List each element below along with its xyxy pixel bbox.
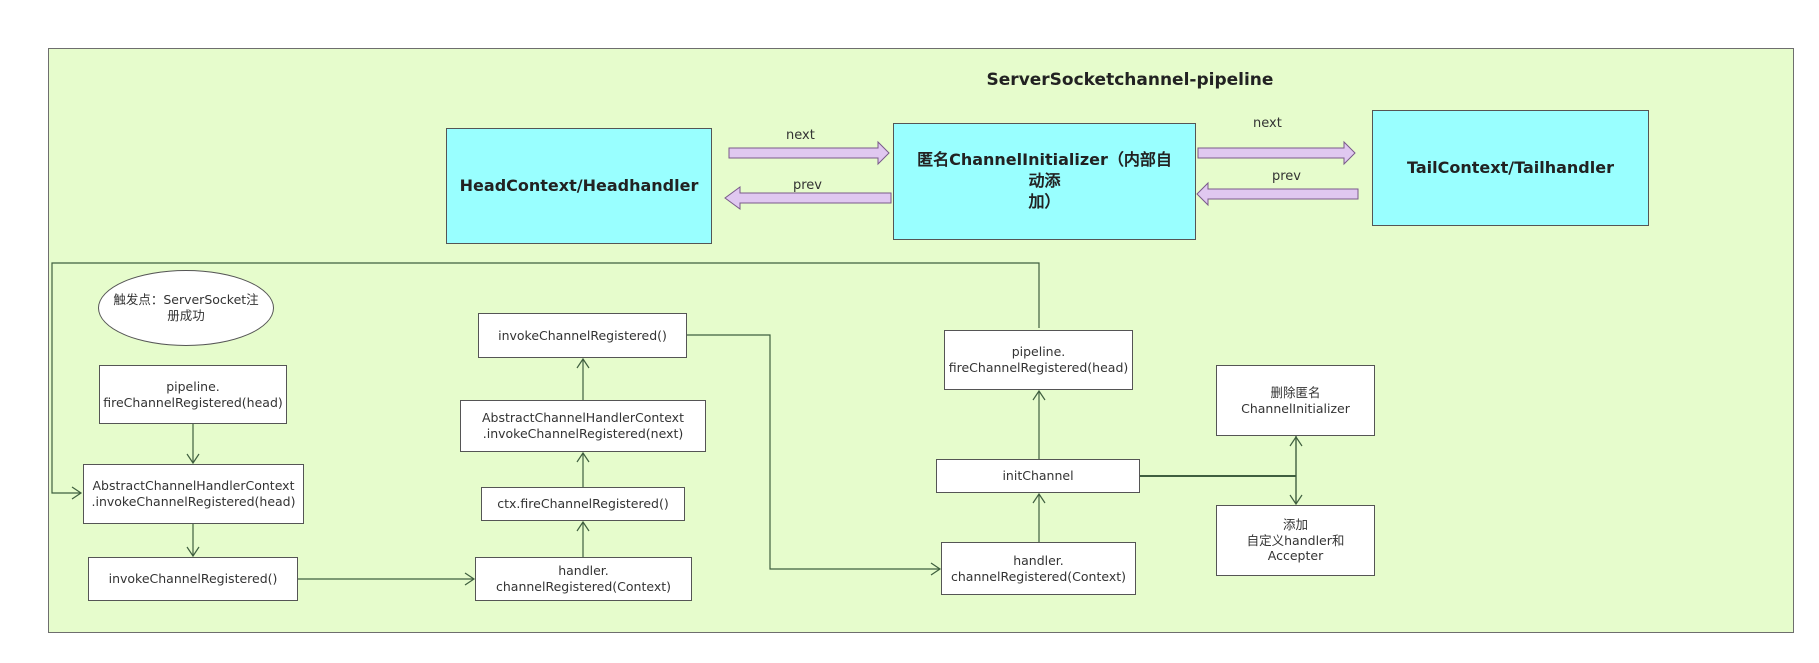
- ctx-fire-label: ctx.fireChannelRegistered(): [497, 496, 669, 512]
- handler-registered-2-box: handler. channelRegistered(Context): [941, 542, 1136, 595]
- head-context-label: HeadContext/Headhandler: [459, 175, 699, 195]
- invoke-registered-2-label: invokeChannelRegistered(): [498, 327, 667, 343]
- prev-label-1: prev: [793, 178, 823, 193]
- invoke-registered-2-box: invokeChannelRegistered(): [478, 313, 687, 358]
- init-channel-label: initChannel: [1002, 468, 1074, 484]
- fire-registered-left-box: pipeline. fireChannelRegistered(head): [99, 365, 287, 424]
- next-label-1: next: [786, 128, 815, 143]
- abs-invoke-next-box: AbstractChannelHandlerContext .invokeCha…: [460, 400, 706, 452]
- ctx-fire-box: ctx.fireChannelRegistered(): [481, 487, 685, 521]
- remove-initializer-label: 删除匿名 ChannelInitializer: [1241, 384, 1350, 416]
- head-context-box: HeadContext/Headhandler: [446, 128, 712, 244]
- tail-context-label: TailContext/Tailhandler: [1407, 157, 1614, 177]
- invoke-registered-1-label: invokeChannelRegistered(): [108, 571, 278, 587]
- handler-registered-1-box: handler. channelRegistered(Context): [475, 557, 692, 601]
- remove-initializer-box: 删除匿名 ChannelInitializer: [1216, 365, 1375, 436]
- fire-registered-right-label: pipeline. fireChannelRegistered(head): [948, 344, 1129, 375]
- handler-registered-1-label: handler. channelRegistered(Context): [496, 563, 671, 594]
- abs-invoke-next-label: AbstractChannelHandlerContext .invokeCha…: [482, 410, 684, 441]
- tail-context-box: TailContext/Tailhandler: [1372, 110, 1649, 226]
- fire-registered-right-box: pipeline. fireChannelRegistered(head): [944, 330, 1133, 390]
- fire-registered-left-label: pipeline. fireChannelRegistered(head): [103, 378, 283, 410]
- trigger-label: 触发点：ServerSocket注 册成功: [113, 291, 259, 323]
- trigger-ellipse: 触发点：ServerSocket注 册成功: [98, 270, 274, 346]
- add-handler-box: 添加 自定义handler和 Accepter: [1216, 505, 1375, 576]
- channel-initializer-label: 匿名ChannelInitializer（内部自动添 加）: [917, 150, 1172, 211]
- invoke-registered-1-box: invokeChannelRegistered(): [88, 557, 298, 601]
- abs-invoke-head-box: AbstractChannelHandlerContext .invokeCha…: [83, 464, 304, 524]
- next-label-2: next: [1253, 116, 1282, 131]
- handler-registered-2-label: handler. channelRegistered(Context): [951, 552, 1126, 584]
- diagram-title: ServerSocketchannel-pipeline: [986, 70, 1274, 90]
- abs-invoke-head-label: AbstractChannelHandlerContext .invokeCha…: [91, 478, 296, 509]
- init-channel-box: initChannel: [936, 459, 1140, 493]
- channel-initializer-box: 匿名ChannelInitializer（内部自动添 加）: [893, 123, 1196, 240]
- add-handler-label: 添加 自定义handler和 Accepter: [1246, 517, 1345, 564]
- prev-label-2: prev: [1272, 169, 1302, 184]
